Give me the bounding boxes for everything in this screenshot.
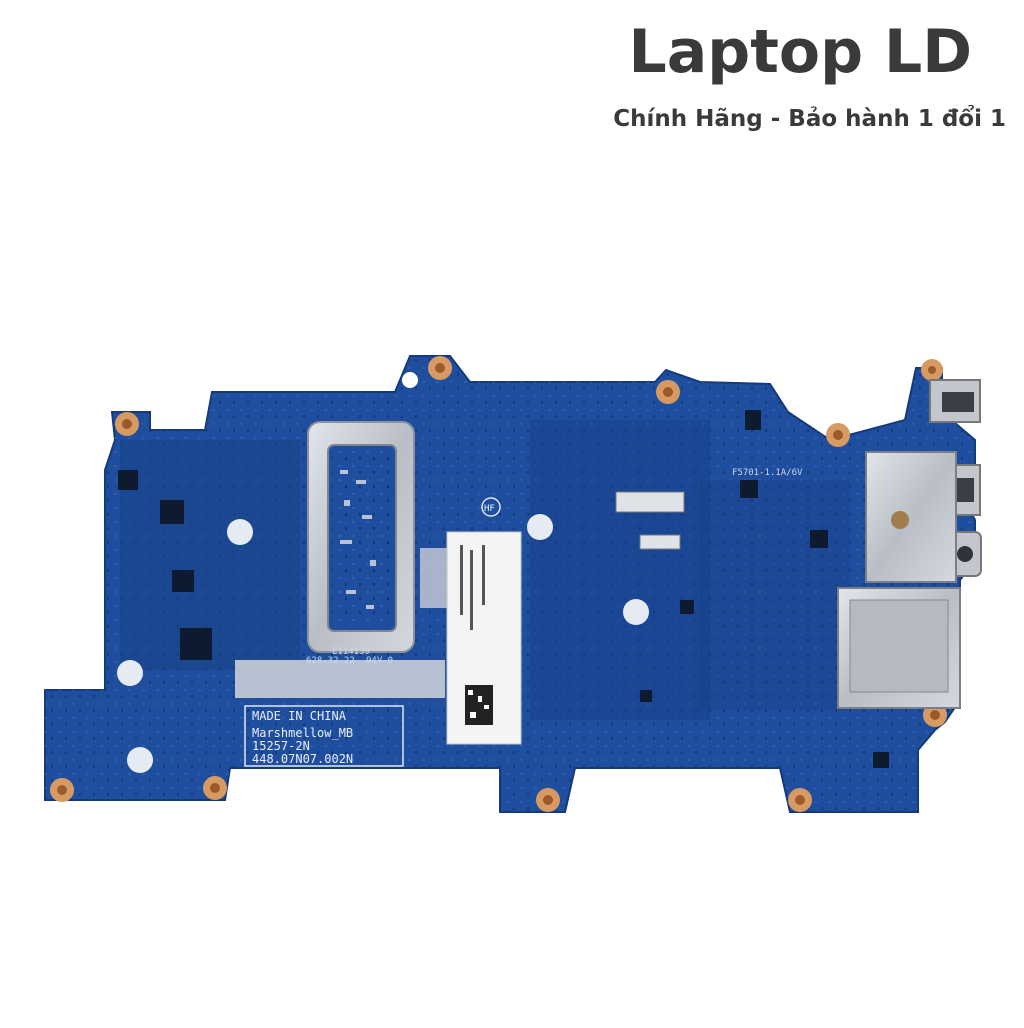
brand-subtitle: Chính Hãng - Bảo hành 1 đổi 1 bbox=[613, 106, 1006, 132]
silk-cert: E114139 bbox=[332, 647, 370, 657]
brand-title: Laptop LD bbox=[628, 17, 972, 87]
sd-card-slot bbox=[837, 587, 961, 709]
silk-made-in: MADE IN CHINA bbox=[252, 709, 347, 723]
silk-date: 628-32-22 bbox=[306, 656, 355, 666]
hdmi-bracket bbox=[865, 451, 957, 583]
silk-rating: 94V-0 bbox=[366, 656, 393, 666]
silk-fuse: F5701-1.1A/6V bbox=[732, 468, 803, 478]
silk-hf: HF bbox=[484, 504, 495, 514]
cpu-bracket bbox=[307, 421, 415, 653]
silk-pn: 448.07N07.002N bbox=[252, 752, 353, 766]
usb-port-1 bbox=[929, 379, 981, 423]
serial-label bbox=[446, 531, 522, 745]
silk-part: 15257-2N bbox=[252, 739, 310, 753]
silk-model: Marshmellow_MB bbox=[252, 726, 353, 740]
